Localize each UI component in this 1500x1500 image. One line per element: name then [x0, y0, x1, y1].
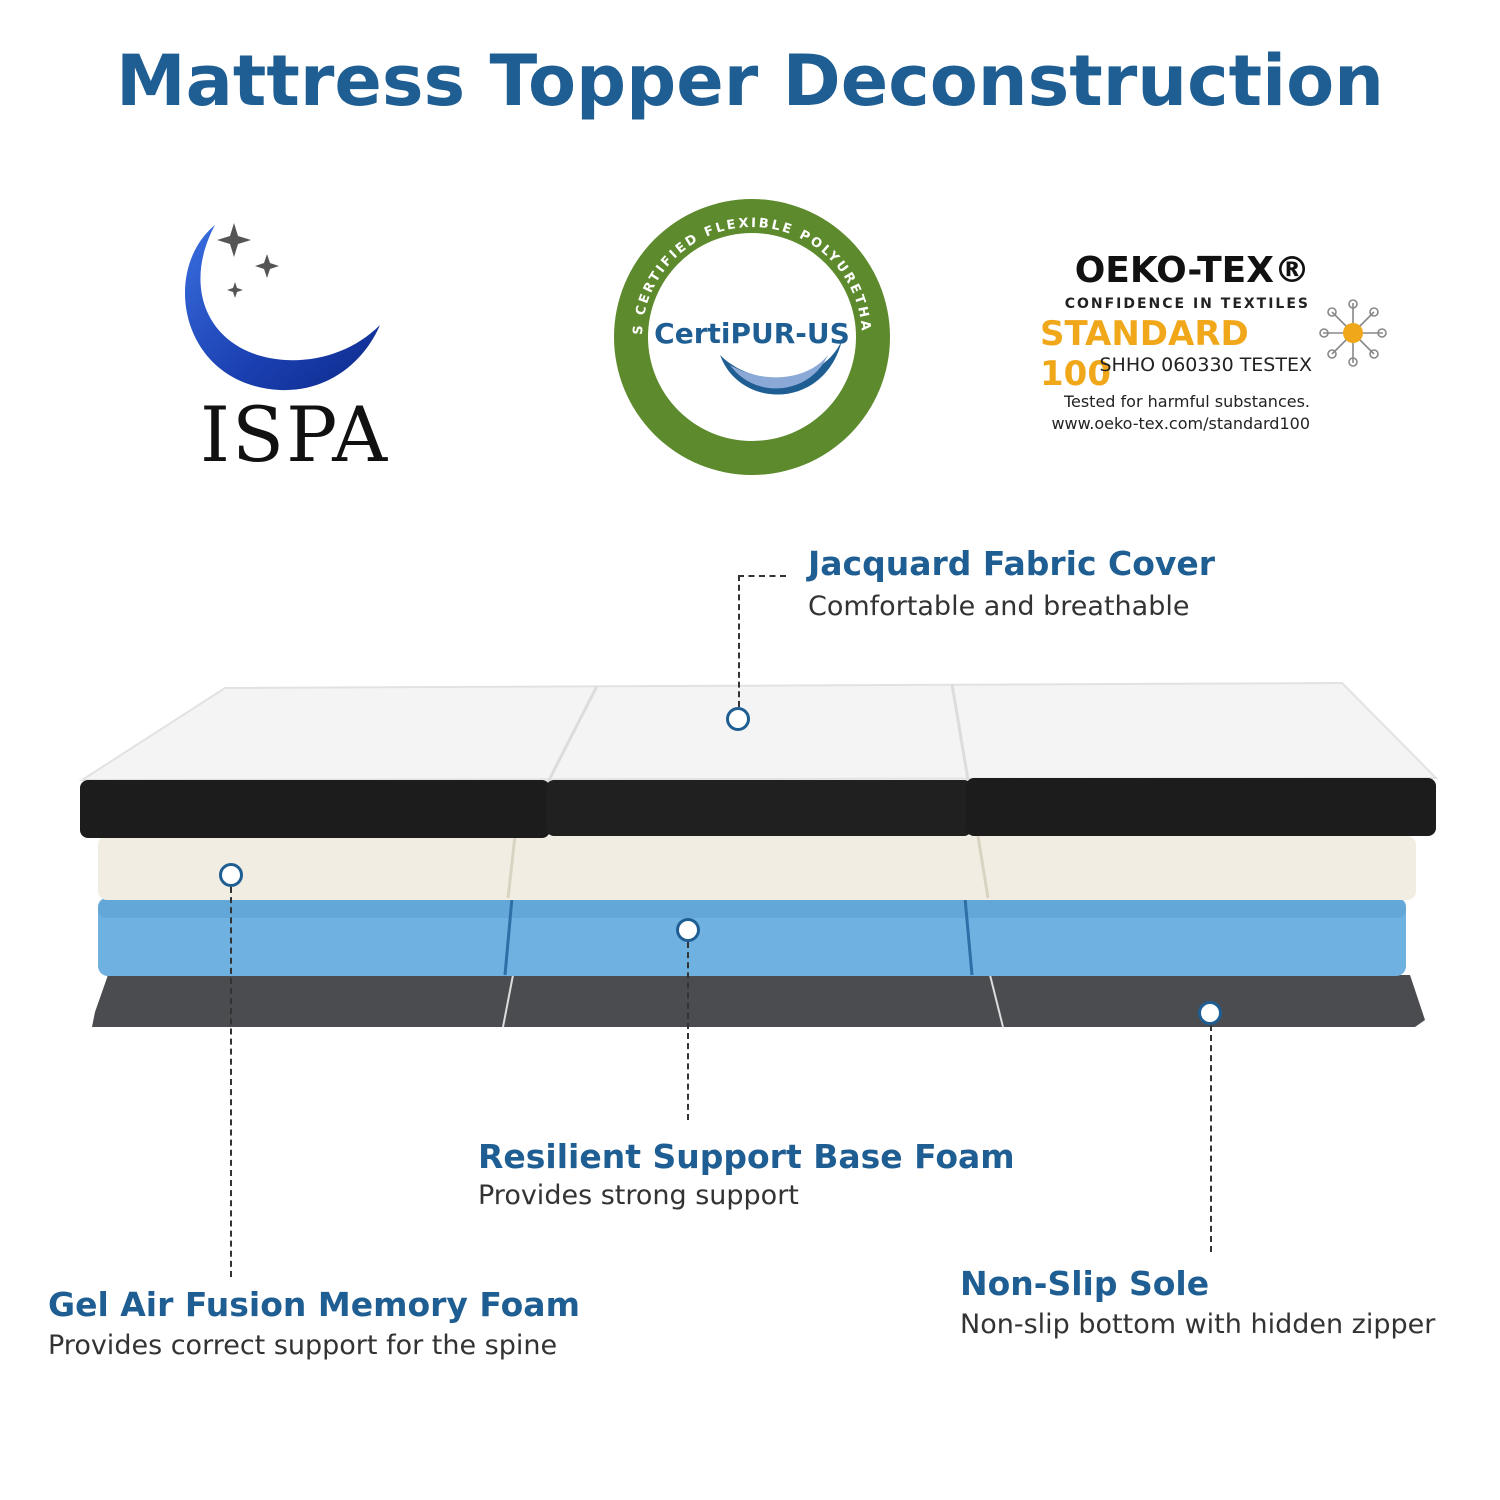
callout-memory-foam: Gel Air Fusion Memory Foam Provides corr…	[48, 1285, 580, 1361]
callout-base-foam: Resilient Support Base Foam Provides str…	[478, 1137, 1015, 1211]
memory-foam-marker	[219, 863, 243, 887]
non-slip-sole-layer	[92, 974, 1425, 1028]
callout-description: Non-slip bottom with hidden zipper	[960, 1309, 1436, 1340]
oeko-standard: STANDARD 100	[1040, 314, 1249, 394]
oeko-url: www.oeko-tex.com/standard100	[1051, 414, 1310, 433]
certipur-logo: CONTAINS CERTIFIED FLEXIBLE POLYURETHANE…	[602, 184, 895, 480]
oeko-subtitle: CONFIDENCE IN TEXTILES	[1064, 296, 1310, 312]
cover-leader-line	[738, 575, 740, 707]
certipur-seal-icon: CONTAINS CERTIFIED FLEXIBLE POLYURETHANE…	[602, 184, 890, 475]
callout-jacquard-cover: Jacquard Fabric Cover Comfortable and br…	[808, 544, 1215, 622]
base-foam-leader-line	[687, 942, 689, 1120]
oeko-title: OEKO-TEX®	[1074, 250, 1310, 291]
callout-non-slip-sole: Non-Slip Sole Non-slip bottom with hidde…	[960, 1264, 1435, 1340]
callout-description: Provides strong support	[478, 1180, 799, 1211]
sole-leader-line	[1210, 1025, 1212, 1252]
callout-title: Resilient Support Base Foam	[478, 1137, 1015, 1176]
sole-marker	[1198, 1001, 1222, 1025]
moon-stars-icon	[184, 223, 380, 391]
jacquard-cover-layer	[78, 681, 1439, 838]
oeko-tex-logo: OEKO-TEX® CONFIDENCE IN TEXTILES STANDAR…	[1040, 250, 1390, 440]
oeko-code: SHHO 060330 TESTEX	[1099, 354, 1313, 376]
oeko-flower-icon	[1319, 299, 1387, 367]
callout-title: Gel Air Fusion Memory Foam	[48, 1285, 580, 1324]
callout-title: Non-Slip Sole	[960, 1264, 1210, 1303]
base-foam-marker	[676, 918, 700, 942]
ispa-text: ISPA	[200, 390, 390, 479]
callout-description: Comfortable and breathable	[808, 591, 1190, 622]
page-title: Mattress Topper Deconstruction	[116, 40, 1384, 122]
ispa-logo: ISPA	[170, 210, 400, 490]
oeko-note: Tested for harmful substances.	[1063, 392, 1310, 411]
certipur-name: CertiPUR-US	[654, 317, 850, 350]
cover-marker	[726, 707, 750, 731]
cover-leader-horizontal	[738, 575, 786, 577]
callout-title: Jacquard Fabric Cover	[808, 544, 1216, 583]
base-foam-layer	[98, 897, 1406, 976]
memory-foam-leader-line	[230, 887, 232, 1277]
callout-description: Provides correct support for the spine	[48, 1330, 558, 1361]
memory-foam-layer	[98, 835, 1416, 900]
